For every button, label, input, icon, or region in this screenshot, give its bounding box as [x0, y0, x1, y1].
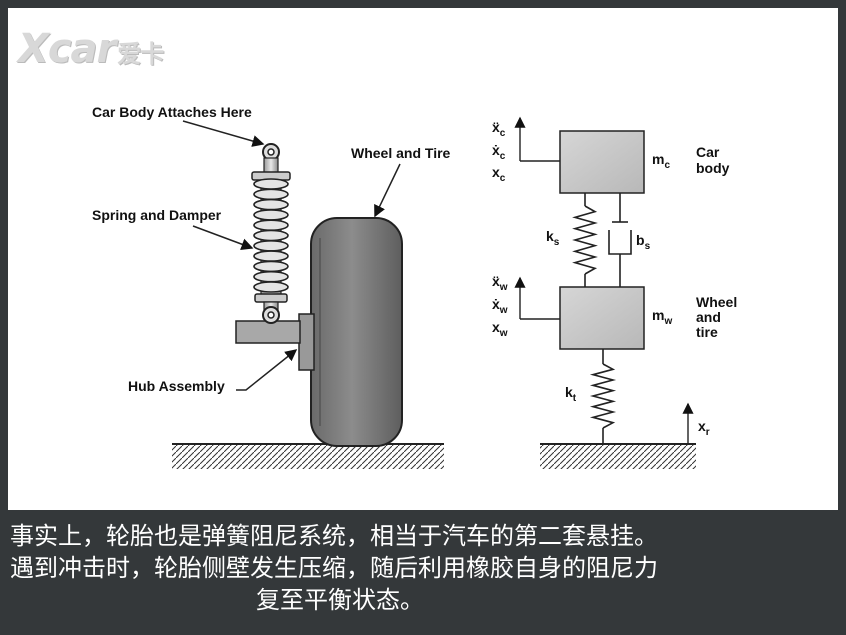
tire — [310, 217, 403, 447]
xw-arrow — [514, 276, 560, 320]
caption-line-3: 复至平衡状态。 — [256, 586, 424, 614]
xw-position-label: xw — [492, 319, 508, 339]
left-ground — [172, 443, 444, 469]
caption-line-2: 遇到冲击时，轮胎侧壁发生压缩，随后利用橡胶自身的阻尼力 — [10, 554, 658, 582]
car-body-text-2: body — [696, 160, 730, 176]
wheel-and-tire-label: Wheel and Tire — [351, 145, 451, 161]
wheel-leader — [374, 163, 401, 218]
spring-leader — [192, 225, 254, 250]
wheel-mass — [559, 286, 645, 350]
diagram-panel: Car Body Attaches Here Wheel and Tire Sp… — [8, 8, 838, 510]
car-body-label: Car Body Attaches Here — [92, 104, 252, 120]
xr-label: xr — [698, 418, 710, 438]
hub-assembly-label: Hub Assembly — [128, 378, 225, 394]
caption-line-1: 事实上，轮胎也是弹簧阻尼系统，相当于汽车的第二套悬挂。 — [10, 522, 658, 550]
xc-arrow — [514, 116, 560, 162]
wheel-tire-text-3: tire — [696, 324, 718, 340]
suspension-diagram: Car Body Attaches Here Wheel and Tire Sp… — [92, 104, 737, 469]
right-ground — [540, 443, 696, 469]
hub-assembly — [235, 313, 315, 371]
kt-spring — [589, 349, 617, 444]
ks-spring — [572, 193, 598, 287]
bs-damper — [608, 193, 632, 287]
caption: 事实上，轮胎也是弹簧阻尼系统，相当于汽车的第二套悬挂。 遇到冲击时，轮胎侧壁发生… — [10, 520, 840, 616]
xw-accel-label: ẍw — [492, 273, 508, 293]
bs-label: bs — [636, 232, 651, 252]
xc-velocity-label: ẋc — [492, 142, 506, 162]
xc-accel-label: ẍc — [492, 119, 506, 139]
car-body-text-1: Car — [696, 144, 720, 160]
mw-label: mw — [652, 307, 672, 327]
ks-label: ks — [546, 228, 560, 248]
spring-damper-label: Spring and Damper — [92, 207, 222, 223]
spring-damper — [251, 143, 291, 324]
hub-leader — [236, 349, 298, 391]
wheel-tire-text-2: and — [696, 309, 721, 325]
mc-label: mc — [652, 151, 670, 171]
wheel-tire-text-1: Wheel — [696, 294, 737, 310]
xw-velocity-label: ẋw — [492, 296, 508, 316]
kt-label: kt — [565, 384, 577, 404]
car-body-leader — [182, 120, 265, 147]
car-body-mass — [559, 130, 645, 194]
xc-position-label: xc — [492, 164, 506, 184]
